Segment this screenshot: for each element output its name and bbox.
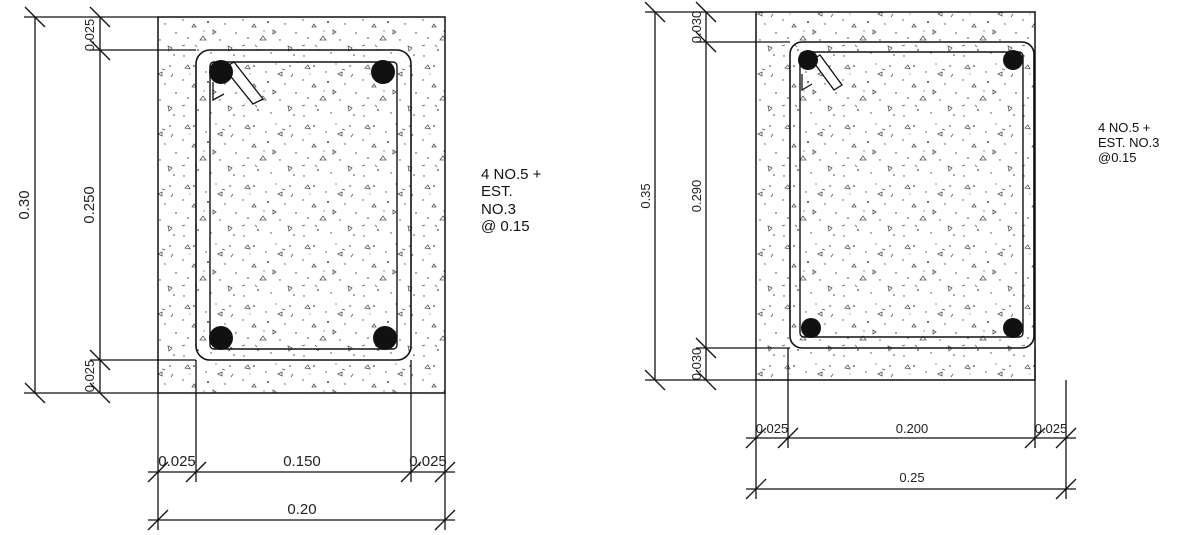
reinforcement-label-left: 4 NO.5 + EST. NO.3 @ 0.15 [481, 166, 541, 235]
dim-cover-top-left: 0.025 [82, 19, 97, 52]
dim-cover-left-right: 0.025 [756, 421, 789, 436]
reinforcement-line: 4 NO.5 + [1098, 120, 1151, 135]
dim-core-width-left: 0.150 [283, 453, 321, 470]
rebar-top-right-r [1003, 50, 1023, 70]
rebar-bottom-right [373, 326, 397, 350]
stirrup-outer-right [789, 41, 1035, 349]
dimensions-horizontal-left [147, 360, 456, 531]
concrete-outline-right [755, 11, 1036, 381]
rebar-bottom-right-r [1003, 318, 1023, 338]
dim-cover-right-left: 0.025 [409, 453, 447, 470]
dim-cover-top-right: 0.030 [689, 11, 704, 44]
rebar-top-left [209, 60, 233, 84]
dim-cover-bottom-right: 0.030 [689, 348, 704, 381]
reinforcement-label-right: 4 NO.5 + EST. NO.3 @0.15 [1098, 120, 1160, 166]
dimensions-horizontal-right [745, 348, 1077, 500]
stirrup-outer-left [195, 49, 412, 361]
stirrup-inner-left [209, 61, 398, 350]
dim-core-height-right: 0.290 [689, 180, 704, 213]
dim-core-height-left: 0.250 [81, 186, 98, 224]
dim-cover-bottom-left: 0.025 [82, 360, 97, 393]
dimensions-vertical-left [24, 6, 196, 404]
dimensions-vertical-right [644, 1, 790, 391]
dim-cover-right-right: 0.025 [1035, 421, 1068, 436]
section-right: 0.35 0.030 0.290 0.030 0.025 0.200 0.025… [638, 1, 1077, 500]
rebar-top-left-r [798, 50, 818, 70]
section-left: 0.30 0.025 0.250 0.025 0.025 0.150 0.025… [16, 6, 456, 531]
dim-core-width-right: 0.200 [896, 421, 929, 436]
reinforcement-line: NO.3 [481, 200, 517, 218]
concrete-outline-left [157, 16, 446, 394]
rebar-top-right [371, 60, 395, 84]
dim-total-width-right: 0.25 [899, 470, 924, 485]
reinforcement-line: EST. [481, 183, 513, 201]
dim-total-width-left: 0.20 [287, 501, 316, 518]
reinforcement-line: @0.15 [1098, 149, 1137, 165]
reinforcement-line: EST. NO.3 [1098, 134, 1160, 150]
rebar-bottom-left [209, 326, 233, 350]
reinforcement-line: @ 0.15 [481, 217, 530, 235]
reinforcement-line: 4 NO.5 + [481, 166, 542, 183]
dim-total-height-right: 0.35 [638, 183, 653, 208]
dim-total-height-left: 0.30 [16, 190, 33, 219]
rebar-bottom-left-r [801, 318, 821, 338]
stirrup-inner-right [799, 51, 1024, 338]
stirrup-hook-left [223, 61, 265, 105]
dim-cover-left-left: 0.025 [158, 453, 196, 470]
